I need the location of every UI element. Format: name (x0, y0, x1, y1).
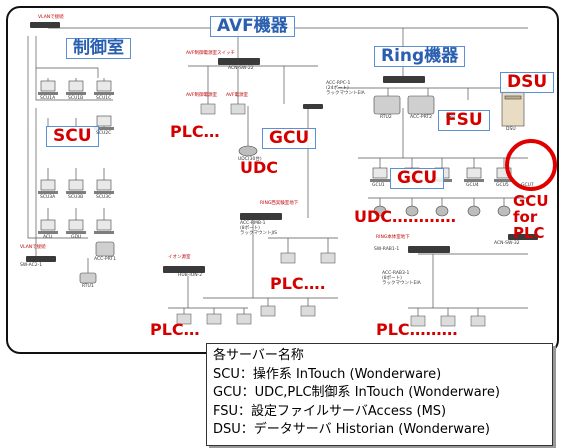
device-label: RTU2 (380, 115, 392, 120)
udc-avf-label: UDC (240, 158, 279, 177)
avf-equipment-label: AVF機器 (210, 16, 295, 37)
gcu-ring-label: GCU (390, 168, 445, 189)
device-label: SCU1B (68, 96, 84, 101)
switch-label: HUB-ION-2 (178, 273, 203, 278)
device-label: ACU (43, 235, 53, 240)
dsu-label: DSU (500, 72, 555, 93)
server-legend: 各サーバー名称 SCU：操作系 InTouch (Wonderware) GCU… (206, 343, 553, 446)
device-label: SCU3A (40, 195, 56, 200)
device-label: GCU7 (521, 183, 534, 188)
device-label: GDU (71, 235, 82, 240)
gcu-for-plc-label: GCU for PLC (513, 192, 549, 242)
plc-ring-label: PLC…. (270, 274, 326, 293)
device-label: GCU1 (372, 183, 385, 188)
switch-label: SW-RAB1-1 (374, 247, 400, 252)
ring-equipment-label: Ring機器 (374, 46, 466, 67)
avf-switch-label: AVF制御電源室スイッチ (186, 51, 235, 56)
network-diagram-frame: 制御室 AVF機器 Ring機器 SCU GCU GCU FSU DSU PLC… (6, 6, 559, 354)
room-label: RING西実験室地下 (260, 201, 299, 206)
vlan-label: VLANで接続 (20, 245, 46, 250)
device-label: GCU5 (496, 183, 509, 188)
switch-label: ACN-SW-22 (228, 66, 254, 71)
fsu-label: FSU (438, 110, 490, 131)
device-label: SCU2C (96, 131, 112, 136)
device-label: SCU1A (40, 96, 56, 101)
plc-ion-label: PLC… (150, 320, 200, 339)
switch-label: ACC-RMB-1 (8ポート) ラックマウントJIS (240, 221, 278, 236)
room-label: RING本体室地下 (376, 235, 410, 240)
legend-line-dsu: DSU：データサーバ Historian (Wonderware) (213, 422, 490, 437)
udc-ring-label: UDC………… (354, 207, 457, 226)
room-label: AVF電源室 (226, 93, 248, 98)
device-label: UDC(30台) (238, 157, 262, 162)
device-label: FSU (446, 115, 455, 120)
legend-title: 各サーバー名称 (213, 348, 304, 363)
switch-label: ACC-RPC-1 (24ポート) ラックマウントEIA (326, 81, 365, 96)
room-label: イオン源室 (168, 255, 191, 260)
switch-label: ACC-RAB3-1 (8ポート) ラックマウントEIA (382, 271, 421, 286)
vlan-label: VLANで接続 (38, 15, 64, 20)
device-label: SCU1C (96, 96, 112, 101)
legend-line-fsu: FSU：設定ファイルサーバAccess (MS) (213, 403, 447, 419)
control-room-label: 制御室 (66, 38, 131, 59)
network-wiring (26, 22, 557, 327)
switch-label: SW-AC2-1 (20, 263, 43, 268)
scu-label: SCU (46, 126, 99, 147)
device-label: SCU3C (96, 195, 112, 200)
device-label: RTU1 (82, 284, 94, 289)
legend-line-gcu: GCU：UDC,PLC制御系 InTouch (Wonderware) (213, 385, 500, 400)
device-label: SCU3B (68, 195, 84, 200)
gcu7-highlight-circle (505, 139, 557, 191)
gcu-avf-label: GCU (262, 128, 317, 149)
device-label: ACC-PRT2 (410, 115, 433, 120)
device-label: ACC-PRT1 (94, 257, 117, 262)
device-label: GCU4 (466, 183, 479, 188)
switch-label: ACN-SW-32 (494, 241, 520, 246)
room-label: AVF制御電源室 (186, 93, 217, 98)
device-label: DSU (506, 127, 516, 132)
plc-avf-label: PLC… (170, 122, 220, 141)
plc-ring-main-label: PLC……… (376, 320, 458, 339)
legend-line-scu: SCU：操作系 InTouch (Wonderware) (213, 366, 442, 382)
